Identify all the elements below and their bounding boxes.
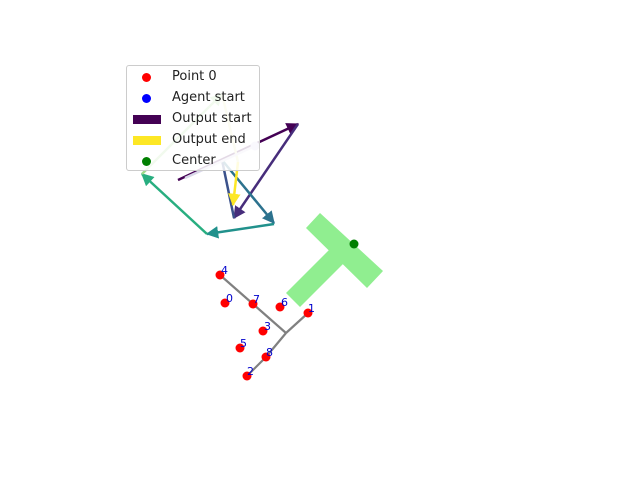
point-7: [248, 299, 258, 309]
legend-item-output-end: Output end: [127, 130, 261, 150]
legend-dot-icon: [142, 94, 151, 103]
center-marker: [349, 239, 359, 249]
legend-dot-icon: [142, 157, 151, 166]
point-label-7: 7: [253, 293, 260, 306]
point-label-3: 3: [264, 320, 271, 333]
point-0: [220, 298, 230, 308]
point-label-0: 0: [226, 292, 233, 305]
point-4: [215, 270, 225, 280]
point-6: [275, 302, 285, 312]
point-label-5: 5: [240, 337, 247, 350]
path-segment: [232, 123, 300, 220]
legend-item-center: Center: [127, 151, 261, 171]
path-segment: [141, 173, 208, 235]
tree-edge: [265, 332, 287, 358]
point-1: [303, 308, 313, 318]
t-shape-stem: [286, 243, 350, 307]
legend: Point 0 Agent start Output start Output …: [126, 65, 260, 171]
point-label-4: 4: [221, 264, 228, 277]
point-3: [258, 326, 268, 336]
legend-label: Center: [172, 153, 216, 168]
point-label-1: 1: [308, 302, 315, 315]
legend-item-point-0: Point 0: [127, 67, 261, 87]
path-segment: [205, 222, 275, 239]
t-shape: [286, 213, 383, 307]
point-label-8: 8: [266, 346, 273, 359]
legend-item-agent-start: Agent start: [127, 88, 261, 108]
legend-swatch-icon: [133, 115, 161, 124]
legend-item-output-start: Output start: [127, 109, 261, 129]
legend-dot-icon: [142, 73, 151, 82]
point-label-6: 6: [281, 296, 288, 309]
legend-label: Agent start: [172, 90, 245, 105]
points-layer: 0 1 2 3 4 5 6 7 8: [215, 264, 315, 381]
point-5: [235, 343, 245, 353]
legend-label: Output end: [172, 132, 246, 147]
t-shape-bar: [306, 213, 383, 288]
legend-label: Point 0: [172, 69, 217, 84]
point-label-2: 2: [247, 365, 254, 378]
point-2: [242, 371, 252, 381]
point-8: [261, 352, 271, 362]
legend-swatch-icon: [133, 136, 161, 145]
tree-edge: [285, 312, 309, 334]
legend-label: Output start: [172, 111, 252, 126]
